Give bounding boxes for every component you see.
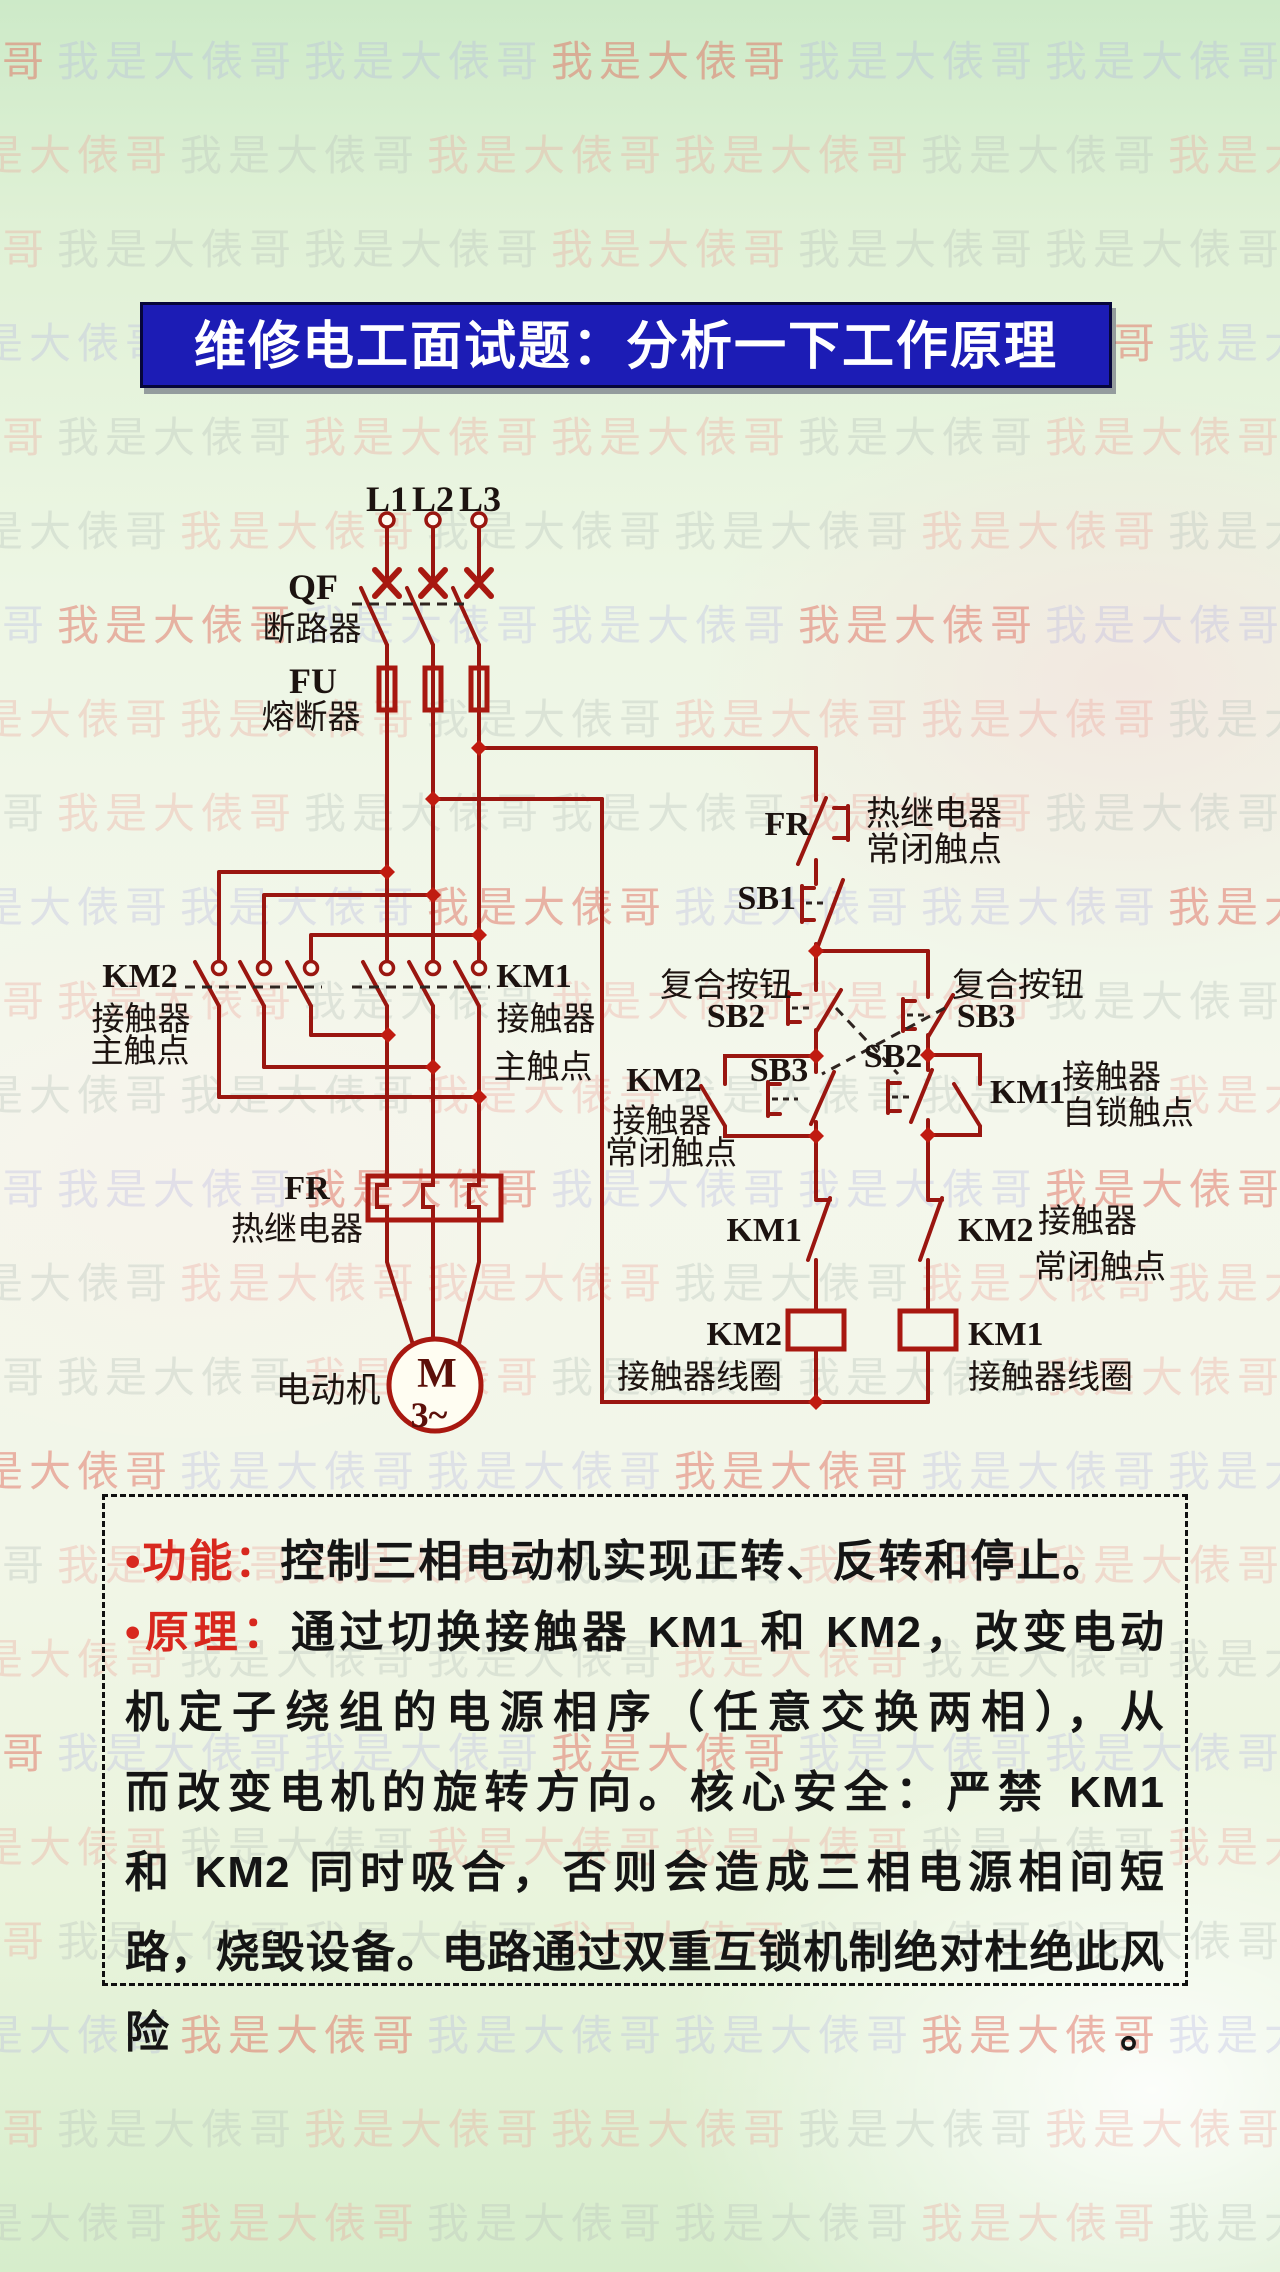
junction-dot: [808, 943, 824, 959]
label-L3: L3: [458, 479, 502, 519]
label-km2-block-row3: 常闭触点: [605, 1136, 737, 1172]
breaker-x-marks: [372, 567, 494, 599]
junction-dot: [425, 1059, 441, 1075]
info-line-1: •原理：通过切换接触器 KM1 和 KM2，改变电动: [125, 1593, 1165, 1673]
label-btn-right-id: SB3: [956, 998, 1016, 1035]
label-frnc-id: FR: [764, 806, 810, 843]
info-line-2-text: 机定子绕组的电源相序（任意交换两相），从: [125, 1688, 1165, 1737]
info-line-3-text: 而改变电机的旋转方向。核心安全：严禁 KM1: [125, 1768, 1165, 1817]
label-km1-selflock-row2: 自锁触点: [1062, 1096, 1194, 1132]
label-sb2-nc: SB2: [863, 1038, 923, 1075]
label-btn-right: 复合按钮: [952, 968, 1084, 1004]
label-btn-left-id: SB2: [706, 998, 766, 1035]
label-km1-interlock: KM1: [726, 1212, 802, 1249]
info-line-0-text: 控制三相电动机实现正转、反转和停止。: [280, 1537, 1109, 1586]
label-motor-3ph: 3~: [410, 1395, 448, 1435]
label-frnc-row2: 常闭触点: [866, 832, 1002, 869]
label-km2-main-row2: 接触器: [91, 1002, 191, 1038]
junction-dot: [808, 1048, 824, 1064]
junction-dot: [920, 1047, 936, 1063]
label-coil-right-id: KM1: [968, 1316, 1044, 1353]
label-km1-main-id: KM1: [496, 958, 572, 995]
label-fu-name: 熔断器: [261, 700, 361, 736]
info-line-5-text: 路，烧毁设备。电路通过双重互锁机制绝对杜绝此风险。: [125, 1928, 1165, 2057]
label-fr-main-id: FR: [284, 1170, 330, 1207]
label-km1-selflock-row1: 接触器: [1062, 1060, 1161, 1096]
label-coil-left-name: 接触器线圈: [617, 1360, 782, 1396]
info-line-2: 机定子绕组的电源相序（任意交换两相），从: [125, 1673, 1165, 1753]
info-line-5: 路，烧毁设备。电路通过双重互锁机制绝对杜绝此风险。: [125, 1913, 1165, 2057]
junction-dot: [471, 1089, 487, 1105]
junction-dot: [379, 864, 395, 880]
info-box: •功能：控制三相电动机实现正转、反转和停止。 •原理：通过切换接触器 KM1 和…: [102, 1494, 1188, 2057]
label-coil-right-name: 接触器线圈: [968, 1360, 1133, 1396]
info-line-3: 而改变电机的旋转方向。核心安全：严禁 KM1: [125, 1753, 1165, 1833]
info-line-1-prefix: •原理：: [125, 1608, 291, 1657]
label-km2-interlock: KM2: [958, 1212, 1034, 1249]
label-km2-main-id: KM2: [102, 958, 178, 995]
label-qf-id: QF: [288, 567, 338, 607]
label-km1-main-row3: 主触点: [493, 1050, 593, 1086]
junction-dot: [808, 1394, 824, 1410]
junction-dot: [425, 791, 441, 807]
label-fu-id: FU: [289, 661, 337, 701]
fuse-symbols: [376, 665, 490, 713]
label-L2: L2: [411, 479, 455, 519]
mechanical-links: [185, 602, 946, 1076]
label-qf-name: 断路器: [262, 612, 362, 648]
label-motor: 电动机: [275, 1371, 381, 1410]
info-line-4: 和 KM2 同时吸合，否则会造成三相电源相间短: [125, 1833, 1165, 1913]
thermal-relay-box: [365, 1173, 504, 1223]
junction-dot: [808, 1128, 824, 1144]
info-line-0: •功能：控制三相电动机实现正转、反转和停止。: [125, 1531, 1165, 1593]
junction-dot: [425, 887, 441, 903]
junction-dots: [379, 740, 936, 1410]
page-title: 维修电工面试题：分析一下工作原理: [140, 302, 1112, 388]
label-sb1: SB1: [737, 880, 796, 917]
button-link-dashes: [772, 901, 927, 1101]
label-km1-main-row2: 接触器: [496, 1002, 596, 1038]
junction-dot: [920, 1127, 936, 1143]
label-motor-M: M: [417, 1351, 457, 1397]
label-L1: L1: [365, 479, 409, 519]
info-line-1-text: 通过切换接触器 KM1 和 KM2，改变电动: [290, 1608, 1165, 1657]
motor-circle: [386, 1336, 484, 1434]
label-km2-interlock-row2: 常闭触点: [1034, 1250, 1166, 1286]
junction-dot: [471, 740, 487, 756]
label-km1-selflock-id: KM1: [990, 1074, 1066, 1111]
label-frnc-row1: 热继电器: [866, 796, 1002, 833]
info-line-4-text: 和 KM2 同时吸合，否则会造成三相电源相间短: [125, 1848, 1165, 1897]
label-coil-left-id: KM2: [706, 1316, 782, 1353]
label-btn-left: 复合按钮: [660, 968, 792, 1004]
contactor-coils: [785, 1308, 959, 1352]
label-km2-interlock-row1: 接触器: [1038, 1204, 1137, 1240]
junction-dot: [380, 1027, 396, 1043]
label-sb3-nc: SB3: [749, 1052, 809, 1089]
label-km2-block-row2: 接触器: [612, 1104, 712, 1140]
label-km2-block-id: KM2: [626, 1062, 702, 1099]
junction-dot: [471, 927, 487, 943]
label-km2-main-row3: 主触点: [90, 1034, 190, 1070]
terminal-circles: [210, 511, 488, 977]
label-fr-main-name: 热继电器: [231, 1212, 363, 1248]
info-line-0-prefix: •功能：: [125, 1537, 281, 1586]
main-circuit-lines: [193, 525, 818, 1350]
